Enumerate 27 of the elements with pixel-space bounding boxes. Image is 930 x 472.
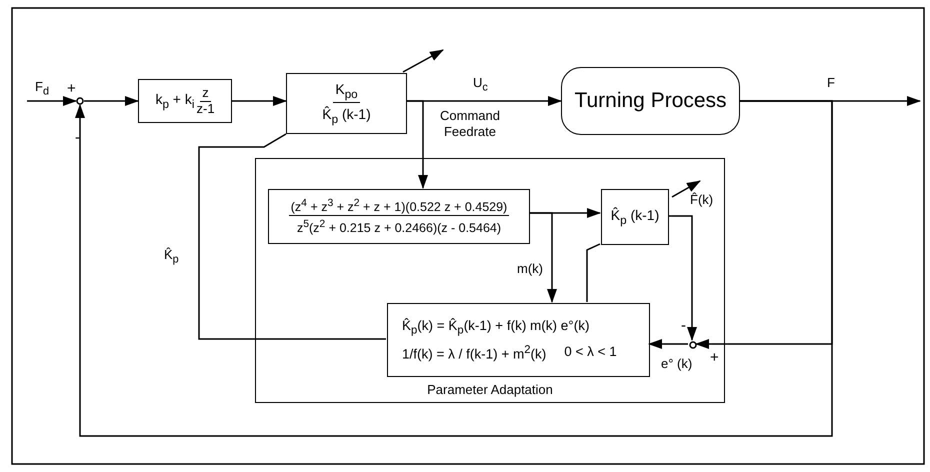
adaptation-block <box>255 158 725 403</box>
arrow <box>407 100 428 189</box>
arrow <box>529 212 557 303</box>
sign-label: + <box>66 81 77 98</box>
sign-label: - <box>680 318 687 334</box>
arrow <box>232 96 287 106</box>
estimator-block: K̂$_{p}$ (k-1) <box>601 189 669 245</box>
edge-label: e° (k) <box>660 357 694 372</box>
arrow <box>648 339 688 349</box>
arrow <box>84 96 139 106</box>
signal-label: F̂(k) <box>689 193 714 208</box>
signal-line <box>198 133 386 340</box>
sign-label: - <box>74 130 81 146</box>
summing-junction <box>76 97 84 105</box>
sign-label: + <box>709 350 720 366</box>
equation-block: K̂$_{p}$(k) = K̂$_{p}$(k-1) + f(k) m(k) e°(k) 1/f(k) = λ / f(k-1) + m$^{2}$(k) 0 < λ < 1 <box>387 303 650 377</box>
edge-label: K̂$_{p}$ <box>163 248 180 266</box>
signal-line <box>586 243 600 302</box>
arrow <box>27 96 77 106</box>
edge-label: m(k) <box>516 262 544 276</box>
transfer-function-block: (z$^{4}$ + z$^{3}$ + z$^{2}$ + z + 1)(0.522 z + 0.4529) z$^{5}$(z$^{2}$ + 0.215 z + 0.2466)(z - 0.5464) <box>268 189 530 244</box>
summing-junction <box>689 341 697 349</box>
gain-block: K$_{po}$ K̂$_{p}$ (k-1) <box>286 73 407 134</box>
block-title: Parameter Adaptation <box>426 383 554 398</box>
arrow <box>668 215 697 341</box>
process-block: Turning Process <box>561 67 740 135</box>
arrow <box>75 100 833 437</box>
